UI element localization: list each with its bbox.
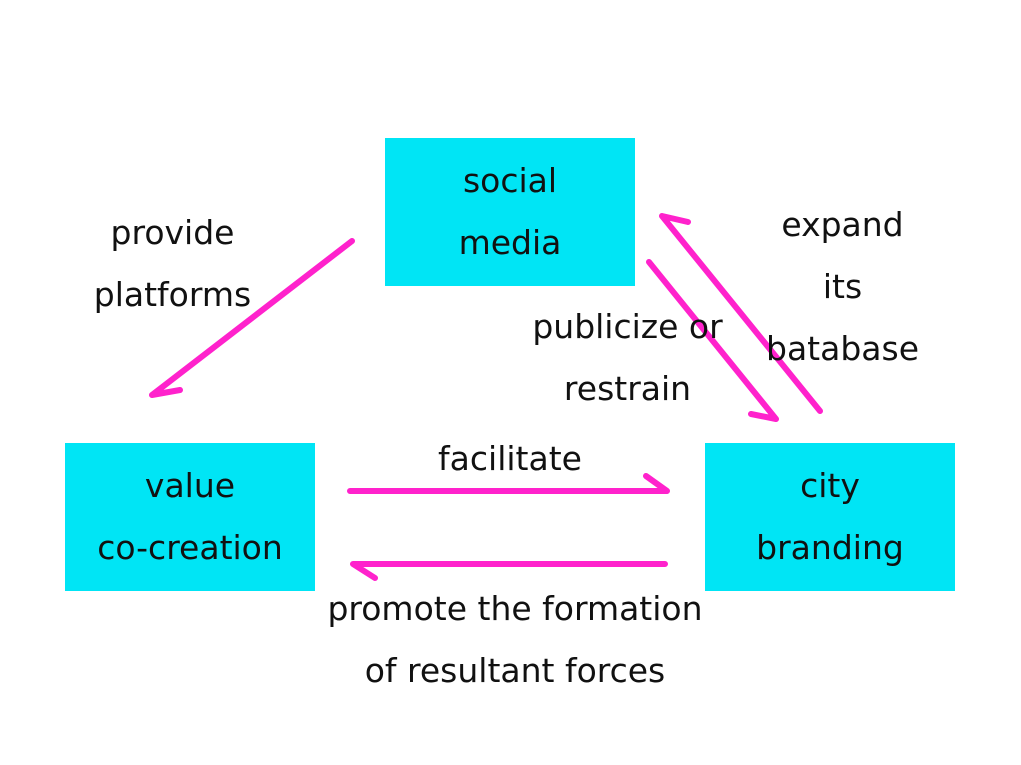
label-promote: promote the formation of resultant force…: [305, 578, 725, 702]
node-social-media-line2: media: [458, 223, 562, 262]
label-facilitate-line1: facilitate: [438, 439, 582, 478]
arrow-provide-platforms: [149, 238, 355, 398]
node-social-media: social media: [385, 138, 635, 286]
label-promote-line2: of resultant forces: [364, 651, 666, 690]
node-city-branding-line1: city: [800, 466, 860, 505]
arrow-facilitate: [347, 473, 670, 494]
label-provide-platforms: provide platforms: [85, 202, 260, 326]
label-expand-database-line3: batabase: [766, 329, 919, 368]
label-publicize-restrain-line2: restrain: [563, 369, 692, 408]
node-value-co-creation-line1: value: [144, 466, 236, 505]
node-value-co-creation: value co-creation: [65, 443, 315, 591]
label-expand-database: expand its batabase: [760, 194, 925, 380]
label-expand-database-line1: expand: [781, 205, 904, 244]
arrow-publicize-restrain: [646, 259, 779, 422]
label-publicize-restrain: publicize or restrain: [525, 296, 730, 420]
node-value-co-creation-line2: co-creation: [97, 528, 283, 567]
label-expand-database-line2: its: [822, 267, 863, 306]
label-provide-platforms-line1: provide: [110, 213, 235, 252]
label-promote-line1: promote the formation: [327, 589, 703, 628]
node-social-media-line1: social: [462, 161, 558, 200]
label-publicize-restrain-line1: publicize or: [532, 307, 723, 346]
arrow-promote: [350, 561, 668, 581]
label-provide-platforms-line2: platforms: [93, 275, 252, 314]
arrow-expand-database: [659, 213, 823, 414]
label-facilitate: facilitate: [420, 428, 600, 490]
node-city-branding: city branding: [705, 443, 955, 591]
node-city-branding-line2: branding: [756, 528, 904, 567]
